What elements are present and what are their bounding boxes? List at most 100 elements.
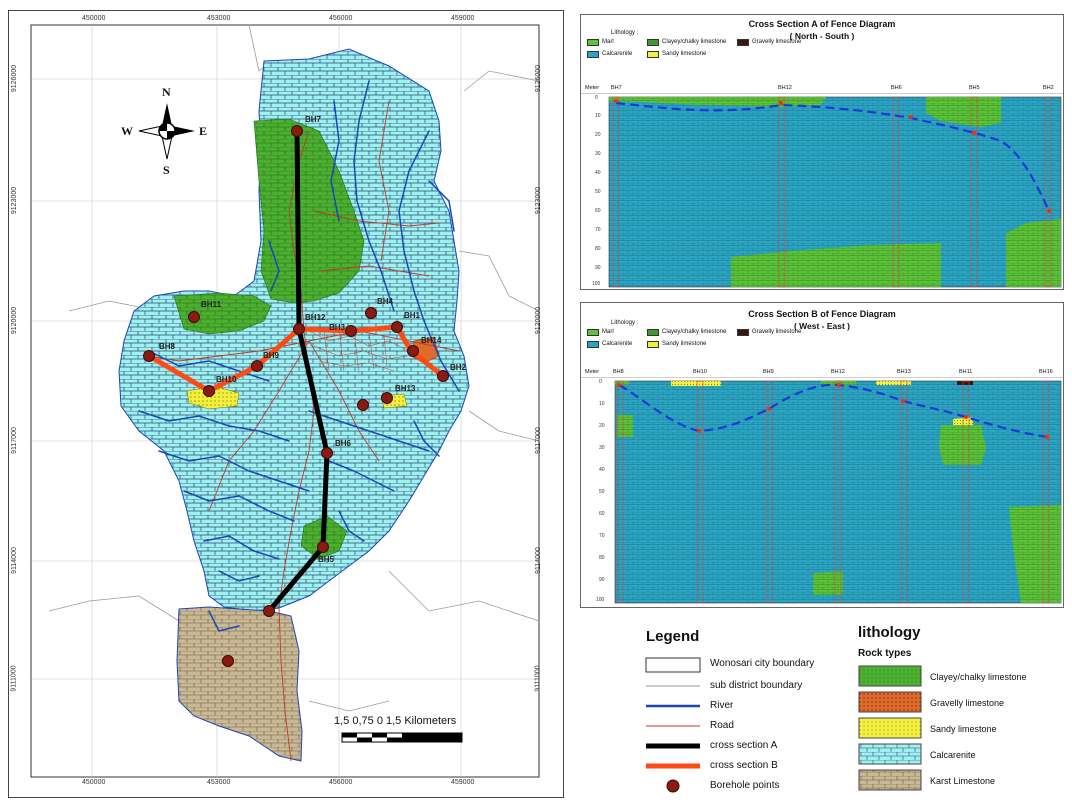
section-a-bh-0: BH7 [611,85,622,91]
bh-label-bh8: BH8 [159,342,176,351]
section-a-depth-4: 40 [595,170,601,176]
scale-bar-label: 1,5 0,75 0 1,5 Kilometers [334,715,457,727]
coord-top-3: 459000 [451,15,475,22]
section-a-title: Cross Section A of Fence Diagram [748,19,896,29]
bh-label-bh3: BH3 [329,323,346,332]
coord-right-2: 9120000 [535,306,543,335]
section-b-subtitle: ( West - East ) [793,321,851,331]
section-b-legend-calcarenite: Calcarenite [602,341,633,347]
bh-label-bh14: BH14 [421,336,442,345]
bh-label-bh1: BH1 [404,311,421,320]
section-b-depth-8: 80 [599,555,605,561]
section-b-swatch-gravelly [737,329,749,336]
bh-label-bh11: BH11 [201,300,222,309]
clayey-limestone-west [173,292,272,335]
section-a-subtitle: ( North - South ) [789,31,855,41]
section-a-swatch-calcarenite [587,51,599,58]
coord-top-1: 453000 [207,15,231,22]
section-b-swatch-calcarenite [587,341,599,348]
swatch-gravelly-limestone [858,691,922,713]
section-b-depth-4: 40 [599,467,605,473]
coord-right-1: 9123000 [535,186,543,215]
coord-bottom-0: 450000 [82,779,106,786]
section-a-bh-4: BH2 [1043,85,1054,91]
lithology-panel: lithology Rock types Clayey/chalky limes… [850,620,1064,800]
section-b-swatch-marl [587,329,599,336]
section-b-depth-2: 20 [599,423,605,429]
coord-left-1: 9123000 [11,186,19,215]
section-b-depth-6: 60 [599,511,605,517]
section-a-depth-9: 90 [595,265,601,271]
coord-right-4: 9114000 [534,547,542,574]
swatch-calcarenite [858,743,922,765]
coord-bottom-1: 453000 [207,779,231,786]
borehole-bh8 [143,350,155,362]
section-a-depth-6: 60 [595,208,601,214]
legend-city-boundary-symbol [645,657,701,673]
rock-calcarenite: Calcarenite [930,750,976,760]
coord-left-0: 9126000 [11,64,19,93]
borehole-bh13 [381,392,393,404]
borehole-bh5 [317,541,329,553]
section-a-legend-sandy: Sandy limestone [662,51,707,57]
section-b-depth-10: 100 [596,597,605,603]
section-b-depth-5: 50 [599,489,605,495]
section-b-bh-4: BH13 [897,369,911,375]
section-b-legend-gravelly: Gravelly limestone [752,329,802,335]
section-b-bh-2: BH9 [763,369,774,375]
legend-subdistrict: sub district boundary [710,680,803,691]
legend-section-b: cross section B [710,760,778,771]
section-b-legend-marl: Marl [602,329,614,335]
rock-type-swatches [858,665,922,791]
swatch-karst-limestone [858,769,922,791]
swatch-clayey-limestone [858,665,922,687]
swatch-sandy-limestone [858,717,922,739]
coord-left-5: 9111000 [10,665,18,692]
rock-clayey-limestone: Clayey/chalky limestone [930,672,1027,682]
legend-symbols [645,657,701,793]
borehole-bh4 [365,307,377,319]
section-b-depth-3: 30 [599,445,605,451]
section-b-bh-3: BH12 [831,369,845,375]
borehole-bh12 [293,323,305,335]
borehole-markers [143,125,449,667]
coord-left-2: 9120000 [11,306,19,335]
coord-right-5: 9111000 [534,665,542,692]
section-b-bh-5: BH11 [959,369,973,375]
section-b-meter-label: Meter [585,369,600,375]
section-a-swatch-clayey [647,39,659,46]
legend-title: Legend [646,628,700,645]
compass-north: N [162,85,171,99]
section-a-lith-caption: Lithology : [611,30,639,36]
coord-top-0: 450000 [82,15,106,22]
bh-label-bh9: BH9 [263,351,280,360]
section-a-depth-10: 100 [592,281,601,287]
legend-panel: Legend Wonosari city boundary sub distri… [600,620,830,800]
scale-bar [341,732,463,743]
lithology-title: lithology [858,624,921,641]
coord-bottom-2: 456000 [329,779,353,786]
cross-section-a-panel: Cross Section A of Fence Diagram ( North… [580,14,1064,290]
section-b-bh-1: BH10 [693,369,707,375]
borehole-bh2 [437,370,449,382]
clayey-limestone-north [253,118,365,304]
section-b-depth-1: 10 [599,401,605,407]
borehole-bh1 [391,321,403,333]
coord-top-2: 456000 [329,15,353,22]
borehole-bh14 [407,345,419,357]
section-a-bh-3: BH5 [969,85,980,91]
bh-label-bh5: BH5 [318,555,335,564]
legend-borehole: Borehole points [710,780,780,791]
rock-gravelly-limestone: Gravelly limestone [930,698,1005,708]
borehole-bh9 [251,360,263,372]
coord-left-3: 9117000 [10,427,18,454]
coord-bottom-3: 459000 [451,779,475,786]
section-b-swatch-sandy [647,341,659,348]
section-a-bh-2: BH6 [891,85,902,91]
section-a-diagram [581,93,1063,288]
bh-label-bh12: BH12 [305,313,326,322]
section-b-swatch-clayey [647,329,659,336]
compass-east: E [199,124,208,138]
section-a-swatch-gravelly [737,39,749,46]
city-road-network [308,328,410,374]
